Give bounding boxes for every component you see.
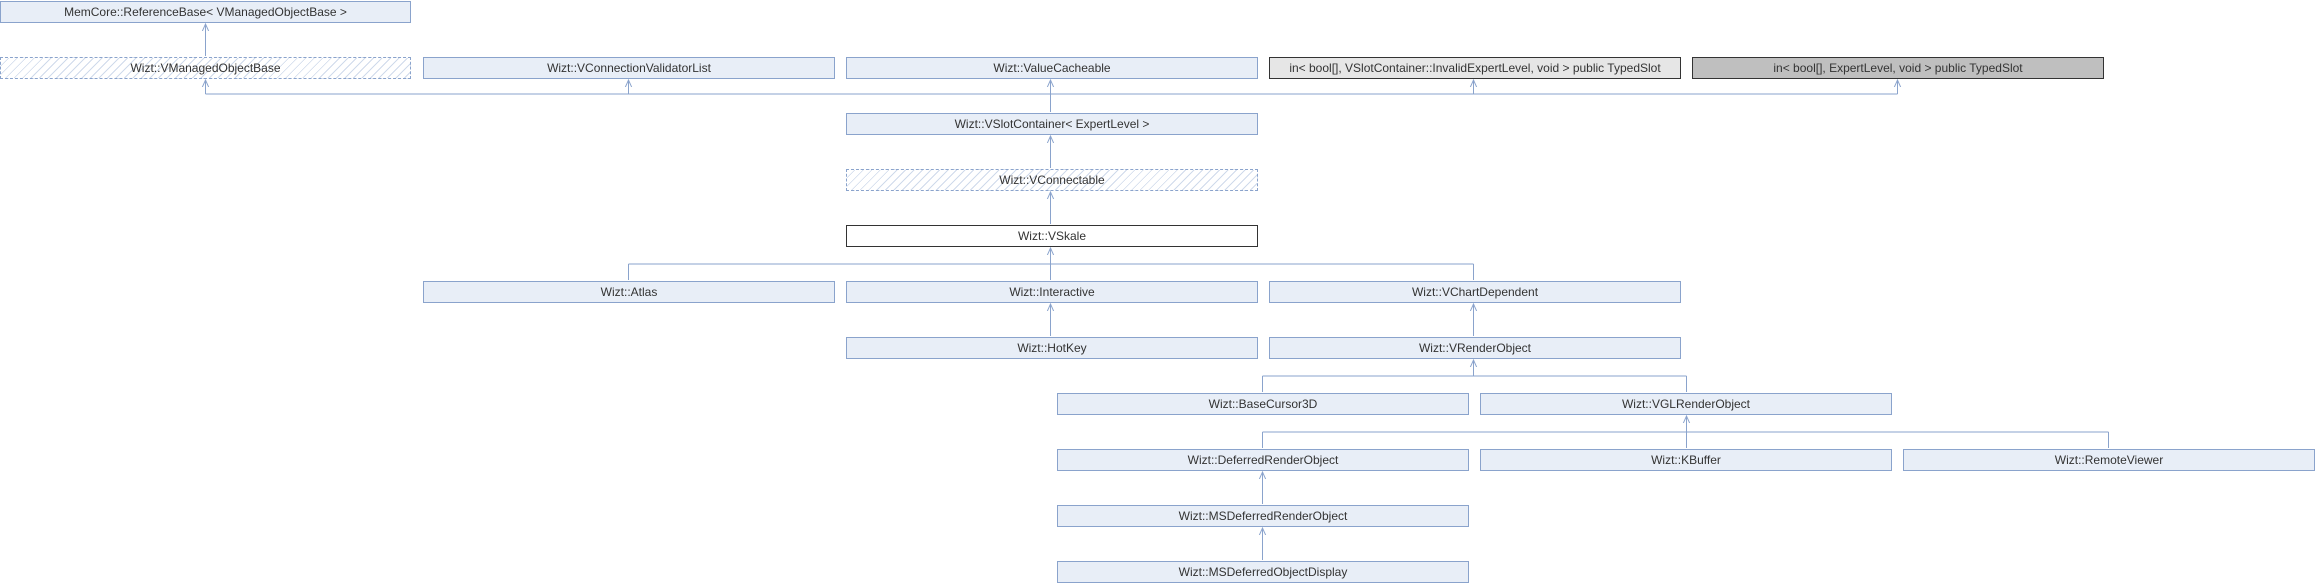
class-typedslot-expert-level[interactable]: in< bool[], ExpertLevel, void > public T… xyxy=(1692,57,2104,79)
class-vglrenderobject[interactable]: Wizt::VGLRenderObject xyxy=(1480,393,1892,415)
class-valuecacheable[interactable]: Wizt::ValueCacheable xyxy=(846,57,1258,79)
class-vchartdependent[interactable]: Wizt::VChartDependent xyxy=(1269,281,1681,303)
class-basecursor3d[interactable]: Wizt::BaseCursor3D xyxy=(1057,393,1469,415)
class-vconnectable[interactable]: Wizt::VConnectable xyxy=(846,169,1258,191)
class-msdeferredrenderobject[interactable]: Wizt::MSDeferredRenderObject xyxy=(1057,505,1469,527)
class-deferredrenderobject[interactable]: Wizt::DeferredRenderObject xyxy=(1057,449,1469,471)
class-vslotcontainer[interactable]: Wizt::VSlotContainer< ExpertLevel > xyxy=(846,113,1258,135)
class-kbuffer[interactable]: Wizt::KBuffer xyxy=(1480,449,1892,471)
edge-vrenderobject-children xyxy=(1262,375,1687,392)
class-vmanagedobjectbase[interactable]: Wizt::VManagedObjectBase xyxy=(0,57,411,79)
class-memcore-referencebase[interactable]: MemCore::ReferenceBase< VManagedObjectBa… xyxy=(0,1,411,23)
class-interactive[interactable]: Wizt::Interactive xyxy=(846,281,1258,303)
edge-vglrenderobject-children xyxy=(1262,431,2109,448)
edge-vskale-children xyxy=(628,263,1474,280)
class-atlas[interactable]: Wizt::Atlas xyxy=(423,281,835,303)
class-typedslot-invalid-expert-level[interactable]: in< bool[], VSlotContainer::InvalidExper… xyxy=(1269,57,1681,79)
class-vconnectionvalidatorlist[interactable]: Wizt::VConnectionValidatorList xyxy=(423,57,835,79)
class-msdeferredobjectdisplay[interactable]: Wizt::MSDeferredObjectDisplay xyxy=(1057,561,1469,583)
class-vrenderobject[interactable]: Wizt::VRenderObject xyxy=(1269,337,1681,359)
edge-vslotcontainer-bases xyxy=(205,93,1898,112)
class-remoteviewer[interactable]: Wizt::RemoteViewer xyxy=(1903,449,2315,471)
class-vskale-current: Wizt::VSkale xyxy=(846,225,1258,247)
class-hotkey[interactable]: Wizt::HotKey xyxy=(846,337,1258,359)
